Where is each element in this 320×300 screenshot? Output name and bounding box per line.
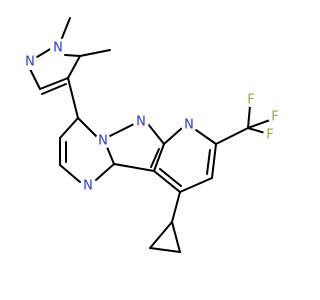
bond (29, 68, 41, 90)
bond (41, 83, 67, 95)
bond (247, 127, 266, 134)
atom-f-3: F (263, 128, 277, 143)
bond (179, 177, 213, 193)
bond (149, 221, 173, 249)
bond (195, 129, 217, 145)
bond (153, 143, 165, 172)
bond (163, 127, 183, 145)
atom-n-pyridine: N (181, 117, 197, 133)
bond (95, 163, 115, 181)
bond (247, 105, 251, 129)
bond (106, 146, 115, 165)
bond (59, 117, 79, 139)
svg-text:N: N (83, 179, 93, 194)
atom-f-1: F (244, 93, 258, 108)
bond (59, 164, 81, 183)
bond (67, 77, 79, 119)
svg-text:F: F (247, 93, 254, 108)
bond (113, 163, 155, 172)
bond (171, 221, 181, 253)
bond (77, 117, 98, 138)
molecule-canvas: N N N N N N F (22, 17, 282, 253)
svg-text:N: N (53, 41, 63, 56)
bond (149, 247, 181, 253)
bond (153, 170, 181, 193)
bond-layer (29, 17, 271, 253)
svg-text:N: N (25, 55, 35, 70)
bond (211, 143, 217, 179)
bond (159, 168, 182, 187)
bond (171, 191, 181, 223)
bond (36, 47, 53, 58)
bond (39, 77, 69, 90)
bond (150, 148, 160, 168)
atom-n-pyrimidine: N (80, 178, 96, 194)
svg-text:N: N (136, 115, 146, 130)
bond (64, 54, 81, 57)
bond (109, 123, 135, 137)
atom-f-2: F (268, 110, 282, 125)
svg-text:N: N (98, 134, 108, 149)
bond (79, 49, 111, 57)
atom-n-pyrazole-1: N (50, 40, 66, 56)
atom-n-pyrazole-fused: N (133, 114, 149, 130)
bond (67, 55, 81, 79)
svg-text:N: N (184, 118, 194, 133)
svg-text:F: F (271, 110, 278, 125)
bond (61, 17, 71, 39)
molecule-structure: N N N N N N F (22, 17, 282, 253)
atom-n-pyrazole-2: N (22, 54, 38, 70)
bond (147, 123, 165, 145)
atom-layer: N N N N N N F (22, 40, 282, 194)
svg-text:F: F (266, 128, 273, 143)
atom-n-bridgehead: N (95, 133, 111, 149)
bond (247, 119, 271, 129)
bond (206, 149, 211, 175)
bond (215, 127, 249, 145)
